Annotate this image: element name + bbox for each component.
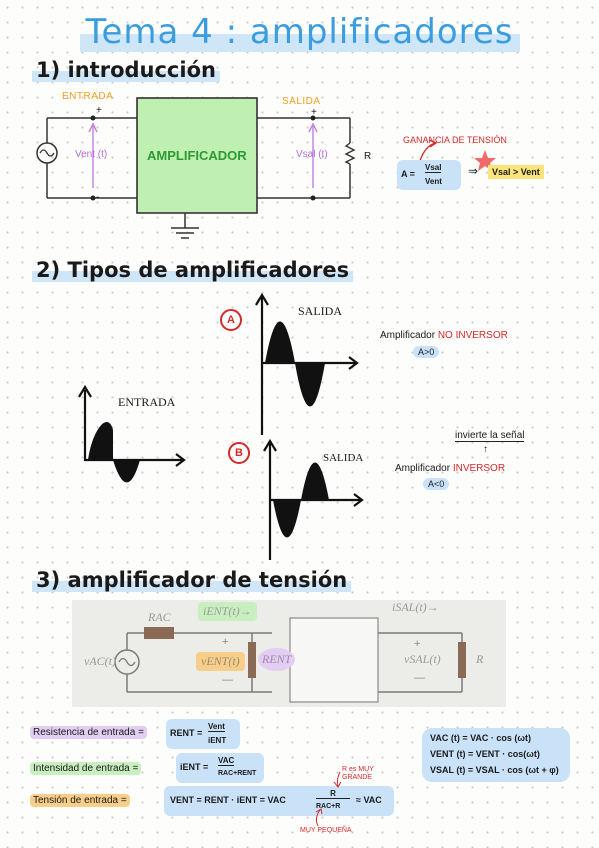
minus-in: - <box>96 192 100 203</box>
section-tipos: 2) Tipos de amplificadores <box>32 258 354 282</box>
wave-entrada-label: ENTRADA <box>118 395 176 409</box>
cos-vac: VAC (t) = VAC · cos (ωt) <box>430 733 532 743</box>
implies-arrow: ⇒ <box>468 164 479 178</box>
minus-out: - <box>311 192 315 203</box>
ten-label: Tensión de entrada = <box>30 794 130 807</box>
r-label: R <box>364 151 372 162</box>
amp-a-description: Amplificador NO INVERSOR <box>380 330 508 341</box>
res-label: Resistencia de entrada = <box>30 726 147 739</box>
label-salida: SALIDA <box>282 96 321 107</box>
intro-circuit-diagram <box>36 97 496 239</box>
waveforms-diagram <box>78 292 364 560</box>
circle-b-marker: B <box>228 442 250 464</box>
cos-formulas-box: VAC (t) = VAC · cos (ωt) VENT (t) = VENT… <box>422 728 570 782</box>
page-title: Tema 4 : amplificadores <box>0 12 599 52</box>
invierte-label: invierte la señal <box>455 430 525 442</box>
wave-salida-b-label: SALIDA <box>323 452 364 464</box>
ganancia-label: GANANCIA DE TENSIÓN <box>403 135 507 145</box>
int-formula: iENT = VAC RAC+RENT <box>176 753 264 783</box>
up-arrow-icon: ↑ <box>483 444 488 455</box>
res-formula: RENT = Vent iENT <box>166 719 240 749</box>
section-tension: 3) amplificador de tensión <box>32 568 352 592</box>
section-introduccion: 1) introducción <box>32 58 220 82</box>
amplifier-box <box>136 97 258 214</box>
cond-a: A>0 <box>413 346 440 358</box>
note-muy-grande: R es MUY GRANDE <box>342 766 374 781</box>
note-muy-pequena: MUY PEQUEÑA <box>300 827 352 834</box>
wave-salida-a-label: SALIDA <box>298 304 342 318</box>
resistor-icon <box>344 142 356 165</box>
vent-label: Vent (t) <box>75 149 108 160</box>
circuit-photo: RAC iENT(t)→ iSAL(t)→ vAC(t) vENT(t) REN… <box>72 600 506 707</box>
cos-vsal: VSAL (t) = VSAL · cos (ωt + φ) <box>430 765 559 775</box>
plus-out: + <box>311 107 317 118</box>
label-entrada: ENTRADA <box>62 91 114 102</box>
ten-formula: VENT = RENT · iENT = VAC R RAC+R ≈ VAC <box>164 786 394 816</box>
ient-highlight: iENT(t)→ <box>198 602 257 621</box>
cos-vent: VENT (t) = VENT · cos(ωt) <box>430 749 540 759</box>
amp-b-description: Amplificador INVERSOR <box>395 463 506 474</box>
plus-in: + <box>96 105 102 116</box>
gain-box: A = Vsal Vent <box>397 160 461 190</box>
gain-comparison: Vsal > Vent <box>488 165 544 179</box>
rent-highlight: RENT <box>258 648 296 671</box>
circle-a-marker: A <box>220 309 242 331</box>
cond-b: A<0 <box>423 478 450 490</box>
amplifier-label: AMPLIFICADOR <box>147 148 247 163</box>
vent-highlight: vENT(t) <box>196 652 245 671</box>
vsal-label: Vsal (t) <box>296 149 328 160</box>
int-label: Intensidad de entrada = <box>30 762 142 775</box>
note-arrows <box>315 771 342 827</box>
